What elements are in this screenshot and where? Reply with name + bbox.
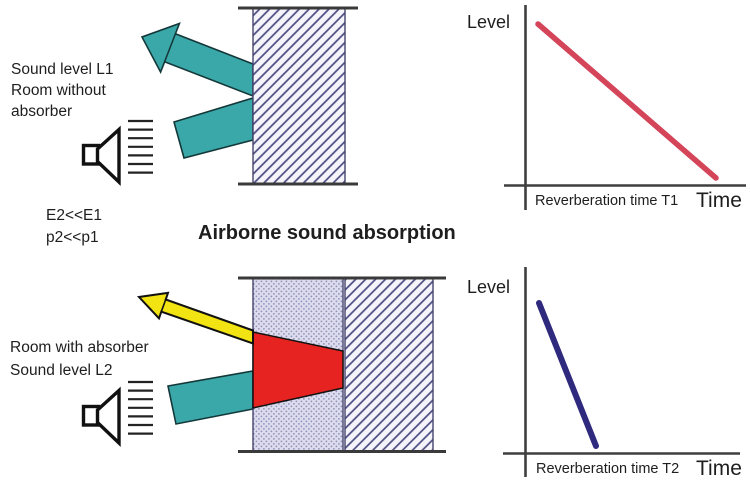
reflected-sound-arrow [140,22,254,98]
hard-wall-bottom [344,277,434,453]
pressure-formula: p2<<p1 [46,229,99,246]
room-without-line-2: Room without [11,82,106,99]
room-without-line-1: Sound level L1 [11,61,114,78]
incident-sound-arrow-bottom [167,370,254,425]
room-without-label: Sound level L1 Room without absorber [11,59,114,122]
t1-caption: Reverberation time T1 [535,193,679,209]
room-without-line-3: absorber [11,103,73,120]
yellow-arrowhead-joint [160,299,167,312]
reflected-arrowhead-joint [163,33,177,63]
energy-formula: E2<<E1 [46,207,103,224]
t2-caption: Reverberation time T2 [536,461,680,477]
room-with-line-2: Sound level L2 [10,362,113,379]
figure-title: Airborne sound absorption [198,222,456,244]
t1-level-label: Level [467,12,511,32]
t1-time-label: Time [696,189,742,212]
loudspeaker-icon [81,119,155,184]
room-with-label: Room with absorber Sound level L2 [10,336,149,382]
incident-sound-arrow-top [173,96,254,159]
weak-reflection-arrow [136,291,254,345]
wall-cap-bottom [238,182,358,186]
loudspeaker-icon [81,380,155,445]
wall-cap-bottom-2 [238,450,446,453]
wall-cap-top [238,6,358,10]
t2-level-label: Level [467,277,511,297]
energy-pressure-formulas: E2<<E1 p2<<p1 [46,205,102,249]
absorbed-energy-wedge [252,331,344,409]
t1-decay-line [535,21,719,181]
t2-time-label: Time [696,457,742,480]
room-with-line-1: Room with absorber [10,339,149,356]
hard-wall-top [252,7,346,185]
t2-decay-line [536,300,599,449]
wall-cap-top-2 [238,276,446,280]
